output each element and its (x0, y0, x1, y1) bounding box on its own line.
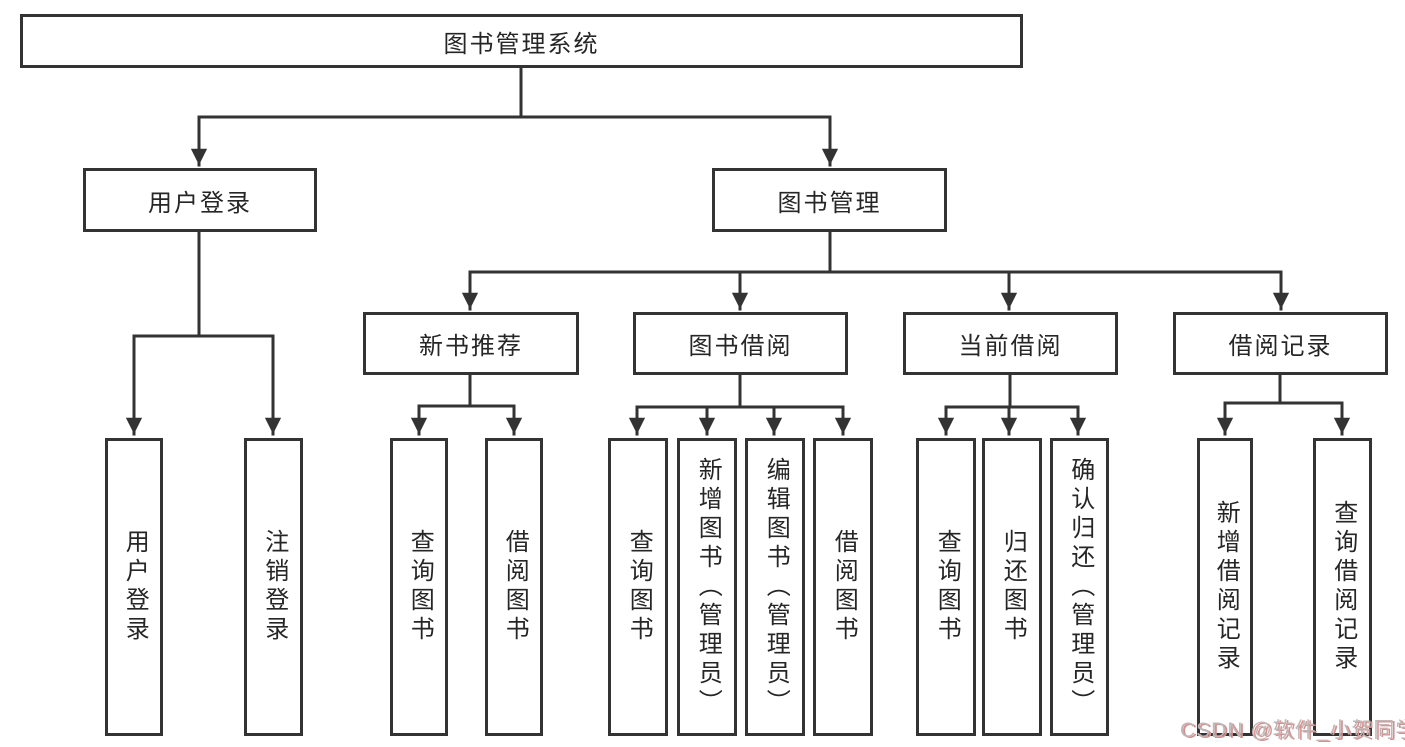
leaf-query-books-current: 查询图书 (916, 438, 976, 736)
node-book-borrowing: 图书借阅 (633, 312, 848, 375)
leaf-logout-login: 注销登录 (244, 438, 303, 736)
leaf-borrow-books-recommend: 借阅图书 (485, 438, 543, 736)
leaf-query-borrow-record: 查询借阅记录 (1313, 438, 1372, 736)
node-new-book-recommend: 新书推荐 (363, 312, 579, 375)
leaf-query-books-borrow: 查询图书 (608, 438, 668, 736)
node-library-system: 图书管理系统 (20, 14, 1023, 68)
leaf-query-books-recommend: 查询图书 (390, 438, 448, 736)
leaf-edit-books-admin: 编辑图书（管理员） (745, 438, 805, 736)
node-borrow-records: 借阅记录 (1173, 312, 1388, 375)
leaf-return-books: 归还图书 (982, 438, 1042, 736)
leaf-add-borrow-record: 新增借阅记录 (1197, 438, 1253, 736)
csdn-watermark: CSDN @软件_小贺同学 (1180, 719, 1405, 742)
node-book-management: 图书管理 (712, 168, 947, 232)
leaf-add-books-admin: 新增图书（管理员） (677, 438, 737, 736)
node-user-login: 用户登录 (83, 168, 317, 232)
leaf-borrow-books-borrow: 借阅图书 (813, 438, 873, 736)
leaf-confirm-return-admin: 确认归还（管理员） (1050, 438, 1109, 736)
node-current-borrowing: 当前借阅 (903, 312, 1118, 375)
leaf-user-login: 用户登录 (105, 438, 163, 736)
